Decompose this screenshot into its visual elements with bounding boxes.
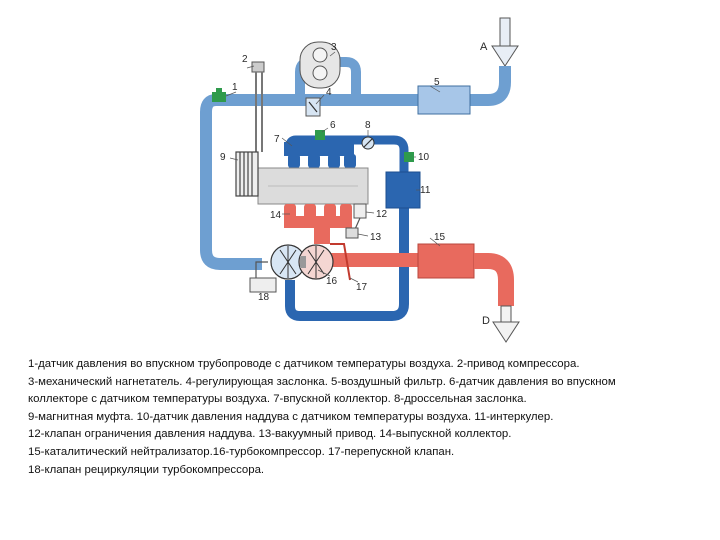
leader-lines — [225, 51, 441, 283]
exhaust-manifold — [284, 204, 352, 244]
label-1: 1 — [232, 82, 238, 93]
legend-line: 3-механический нагнетатель. 4-регулирующ… — [28, 375, 616, 388]
legend: 1-датчик давления во впускном трубопрово… — [28, 356, 698, 479]
label-8: 8 — [365, 120, 371, 131]
label-7: 7 — [274, 134, 280, 145]
label-17: 17 — [356, 282, 368, 293]
label-9: 9 — [220, 152, 226, 163]
regulating-flap — [305, 97, 321, 117]
intake-manifold — [284, 142, 356, 168]
label-6: 6 — [330, 120, 336, 131]
catalytic-converter — [417, 243, 475, 279]
turbocharger — [270, 244, 334, 280]
legend-line: 18-клапан рециркуляции турбокомпрессора. — [28, 463, 265, 476]
label-12: 12 — [376, 209, 388, 220]
sensor-1-icon — [212, 88, 226, 102]
bypass-line — [330, 243, 351, 281]
label-5: 5 — [434, 77, 440, 88]
air-filter — [417, 85, 471, 115]
engine-block — [257, 167, 369, 205]
outlet-arrow — [492, 305, 520, 343]
label-13: 13 — [370, 232, 382, 243]
inlet-arrow — [491, 17, 519, 67]
mechanical-supercharger — [299, 41, 341, 89]
label-2: 2 — [242, 54, 248, 65]
sensor-6-icon — [315, 130, 325, 140]
legend-line: 9-магнитная муфта. 10-датчик давления на… — [28, 410, 554, 423]
compressor-drive — [251, 61, 265, 152]
outlet-letter: D — [482, 315, 490, 327]
label-15: 15 — [434, 232, 446, 243]
intercooler — [385, 171, 421, 209]
intake-pipe-top — [200, 66, 511, 270]
legend-line: 15-каталитический нейтрализатор.16-турбо… — [28, 445, 455, 458]
legend-line: 1-датчик давления во впускном трубопрово… — [28, 358, 580, 370]
recirculation-valve — [249, 261, 277, 293]
label-16: 16 — [326, 276, 338, 287]
label-3: 3 — [331, 42, 337, 53]
label-18: 18 — [258, 292, 270, 303]
exhaust-outlet-pipe — [474, 253, 514, 306]
label-14: 14 — [270, 210, 282, 221]
inlet-letter: A — [480, 41, 488, 53]
magnetic-clutch — [235, 151, 259, 197]
sensor-10-icon — [404, 152, 414, 162]
throttle-flap — [361, 136, 375, 150]
label-4: 4 — [326, 87, 332, 98]
legend-line: коллекторе с датчиком температуры воздух… — [28, 393, 527, 406]
label-11: 11 — [420, 185, 431, 196]
legend-line: 12-клапан ограничения давления наддува. … — [28, 428, 512, 441]
intake-pipe-lower — [285, 208, 409, 321]
label-10: 10 — [418, 152, 430, 163]
wastegate-actuator — [345, 203, 367, 239]
